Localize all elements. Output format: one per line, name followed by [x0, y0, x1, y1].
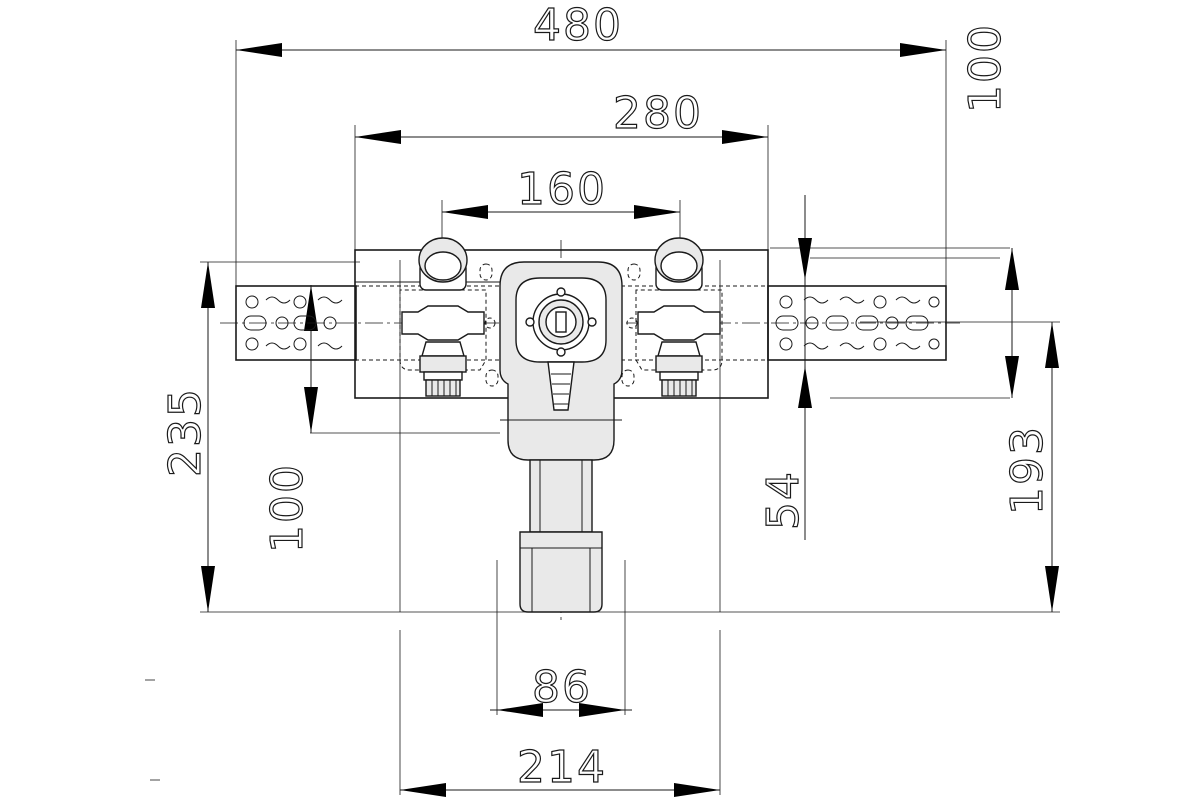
arrowhead	[674, 783, 720, 797]
arrowhead	[634, 205, 680, 219]
dim-top-offset: 100	[960, 23, 1011, 113]
arrowhead	[579, 703, 625, 717]
dim-bracket-to-outlet: 54	[758, 470, 809, 530]
right-valve	[637, 237, 721, 397]
dim-right-height: 193	[1002, 425, 1053, 515]
valve-housings	[399, 263, 723, 387]
arrowhead	[236, 43, 282, 57]
arrowhead	[798, 238, 812, 280]
arrowhead	[1005, 356, 1019, 398]
mounting-rail-left	[235, 285, 357, 361]
arrowhead	[722, 130, 768, 144]
dimension-labels: 480 280 160 100 235 100 54 193 86 214	[159, 0, 1053, 794]
dim-base-width: 214	[517, 742, 607, 793]
dim-outlet-height: 100	[262, 463, 313, 553]
arrowhead	[497, 703, 543, 717]
arrowhead	[798, 366, 812, 408]
arrowhead	[355, 130, 401, 144]
dim-total-height: 235	[160, 387, 211, 477]
drain-pipe	[519, 459, 603, 613]
arrowhead	[1005, 248, 1019, 290]
siphon-body	[499, 261, 623, 461]
arrowhead	[1045, 322, 1059, 368]
arrowhead	[1045, 566, 1059, 612]
dim-overall-width: 480	[533, 0, 623, 51]
dim-body-width: 280	[613, 88, 703, 139]
arrowhead	[201, 566, 215, 612]
dim-pipe-width: 86	[532, 662, 592, 713]
arrowhead	[201, 262, 215, 308]
arrowhead	[304, 387, 318, 433]
dimension-lines	[201, 43, 1059, 797]
extension-lines	[145, 40, 1060, 795]
arrowhead	[400, 783, 446, 797]
arrowhead	[442, 205, 488, 219]
left-valve	[401, 237, 485, 397]
arrowhead	[900, 43, 946, 57]
dim-valve-spacing: 160	[517, 164, 607, 215]
